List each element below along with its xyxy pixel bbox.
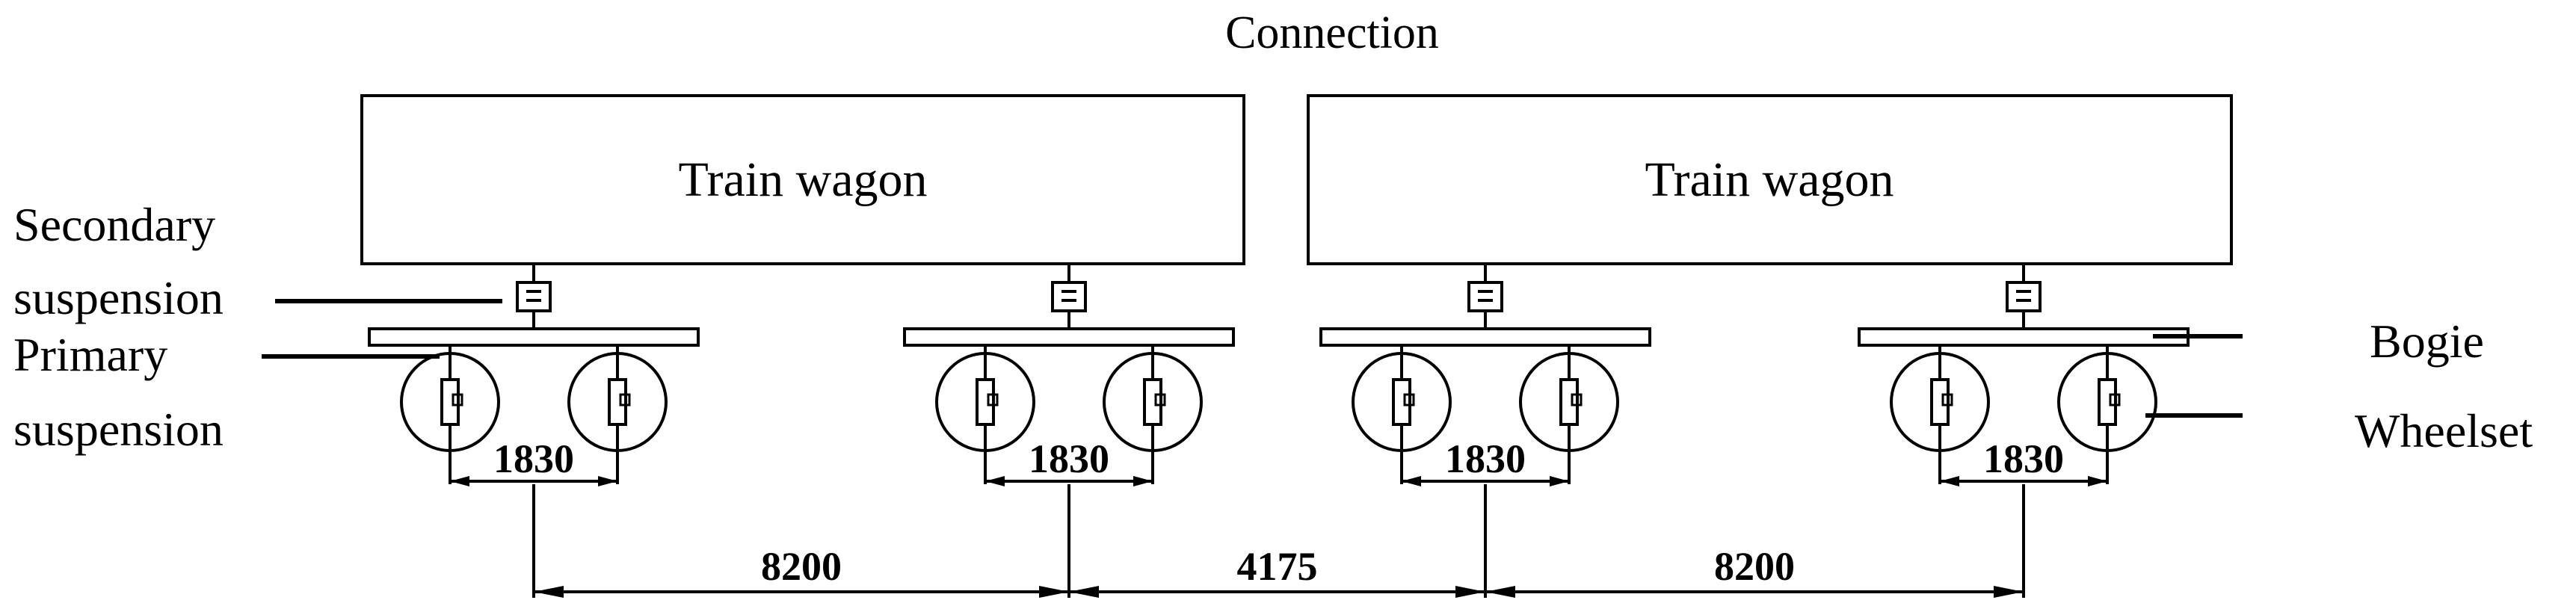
secondary-suspension-label-line1: Secondary <box>13 198 215 251</box>
bogie-spacing-arrow-right <box>1039 586 1069 598</box>
axle-box <box>2109 393 2121 406</box>
bogie-label: Bogie <box>2370 315 2484 368</box>
wheelbase-label: 1830 <box>1029 436 1109 481</box>
axle-box <box>1571 393 1583 406</box>
dimension-group: 8200 4175 8200 <box>534 544 2024 598</box>
bogie-spacing-arrow-right <box>1455 586 1485 598</box>
primary-suspension-spring <box>1559 378 1579 426</box>
wheelset-label: Wheelset <box>2355 404 2533 457</box>
secondary-suspension-spring <box>1467 281 1503 312</box>
bogie-spacing-label: 8200 <box>761 544 842 589</box>
bogie-1: 1830 <box>368 264 700 598</box>
wheelbase-arrow-left <box>450 476 469 486</box>
bogie-spacing-1: 8200 <box>534 544 1069 598</box>
bogie-3: 1830 <box>1319 264 1651 598</box>
wheelbase-arrow-right <box>1550 476 1569 486</box>
bogie-spacing-label: 8200 <box>1714 544 1795 589</box>
axle-box <box>1403 393 1415 406</box>
primary-suspension-spring <box>440 378 460 426</box>
wheelbase-label: 1830 <box>1445 436 1526 481</box>
primary-suspension-spring <box>976 378 995 426</box>
axle-box <box>619 393 631 406</box>
axle-box <box>987 393 999 406</box>
wheelbase-label: 1830 <box>493 436 574 481</box>
primary-suspension-label-line2: suspension <box>13 403 224 456</box>
secondary-suspension-spring <box>2006 281 2042 312</box>
wagon-1-label: Train wagon <box>678 152 927 207</box>
bogie-spacing-arrow-left <box>534 586 564 598</box>
bogie-spacing-2: 4175 <box>1069 544 1485 598</box>
connection-label: Connection <box>1225 7 1439 58</box>
secondary-suspension-label-line2: suspension <box>13 271 224 324</box>
primary-suspension-spring <box>608 378 627 426</box>
bogie-frame <box>1319 327 1651 347</box>
primary-suspension-spring <box>2098 378 2117 426</box>
secondary-suspension-spring <box>1051 281 1087 312</box>
primary-suspension-spring <box>1143 378 1162 426</box>
primary-suspension-spring <box>1392 378 1411 426</box>
wagon-1: Train wagon <box>360 94 1245 265</box>
wheelbase-label: 1830 <box>1983 436 2064 481</box>
bogie-4: 1830 <box>1858 264 2190 598</box>
wheelbase-arrow-left <box>1402 476 1421 486</box>
bogie-frame <box>368 327 700 347</box>
bogie-spacing-arrow-right <box>1994 586 2024 598</box>
primary-suspension-label-line1: Primary <box>13 328 167 381</box>
bogie-2: 1830 <box>903 264 1235 598</box>
wheelbase-arrow-left <box>985 476 1005 486</box>
wagon-2: Train wagon <box>1307 94 2233 265</box>
bogie-spacing-3: 8200 <box>1485 544 2024 598</box>
primary-suspension-spring <box>1930 378 1950 426</box>
wheelbase-arrow-right <box>1133 476 1153 486</box>
secondary-suspension-spring <box>516 281 552 312</box>
axle-box <box>1941 393 1953 406</box>
wheelbase-arrow-right <box>2088 476 2107 486</box>
axle-box <box>1154 393 1166 406</box>
wheelbase-arrow-right <box>598 476 617 486</box>
bogie-frame <box>1858 327 2190 347</box>
bogie-spacing-arrow-left <box>1485 586 1515 598</box>
wagon-2-label: Train wagon <box>1645 152 1894 207</box>
axle-box <box>452 393 463 406</box>
bogie-group: 1830 1830 1830 1830 <box>368 264 2190 598</box>
bogie-frame <box>903 327 1235 347</box>
bogie-spacing-arrow-left <box>1069 586 1099 598</box>
wheelbase-arrow-left <box>1940 476 1959 486</box>
bogie-spacing-label: 4175 <box>1237 544 1318 589</box>
